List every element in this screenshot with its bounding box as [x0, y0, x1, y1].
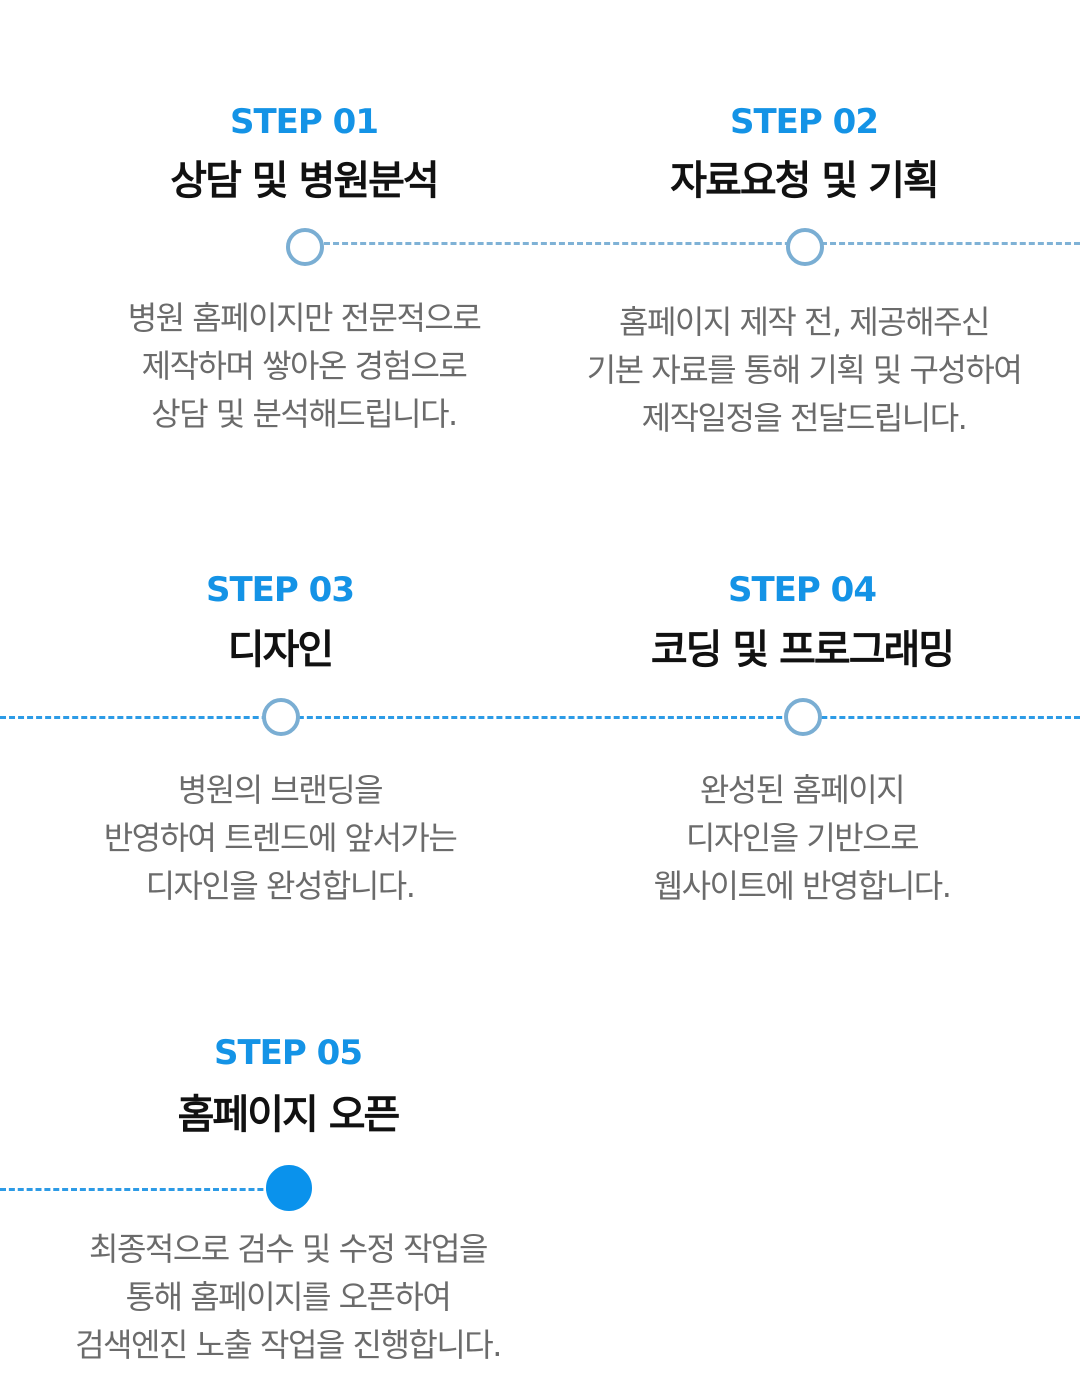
step-03: STEP 03 디자인 병원의 브랜딩을 반영하여 트렌드에 앞서가는 디자인을… [20, 470, 540, 930]
step-title: 상담 및 병원분석 [170, 158, 439, 204]
step-label: STEP 03 [206, 570, 355, 610]
step-label: STEP 04 [728, 570, 877, 610]
step-title: 자료요청 및 기획 [670, 158, 939, 204]
step-label: STEP 05 [214, 1033, 363, 1073]
timeline-node [262, 698, 300, 736]
timeline-node [784, 698, 822, 736]
description-line: 병원의 브랜딩을 [177, 771, 384, 809]
description-line: 검색엔진 노출 작업을 진행합니다. [75, 1326, 502, 1364]
description-line: 기본 자료를 통해 기획 및 구성하여 [586, 351, 1023, 389]
timeline-node-active [266, 1165, 312, 1211]
description-line: 제작일정을 전달드립니다. [641, 399, 968, 437]
description-line: 반영하여 트렌드에 앞서가는 [103, 819, 458, 857]
timeline-node [786, 228, 824, 266]
step-title: 홈페이지 오픈 [177, 1092, 401, 1138]
timeline-line-row3 [0, 1188, 290, 1191]
description-line: 디자인을 완성합니다. [145, 867, 416, 905]
step-02: STEP 02 자료요청 및 기획 홈페이지 제작 전, 제공해주신 기본 자료… [544, 0, 1064, 460]
step-title: 코딩 및 프로그래밍 [650, 627, 955, 673]
description-line: 웹사이트에 반영합니다. [653, 867, 952, 905]
timeline-node [286, 228, 324, 266]
timeline-line-row2 [0, 716, 1080, 719]
step-description: 병원의 브랜딩을 반영하여 트렌드에 앞서가는 디자인을 완성합니다. [20, 766, 540, 910]
step-01: STEP 01 상담 및 병원분석 병원 홈페이지만 전문적으로 제작하며 쌓아… [44, 0, 564, 460]
step-05: STEP 05 홈페이지 오픈 최종적으로 검수 및 수정 작업을 통해 홈페이… [28, 935, 548, 1385]
description-line: 제작하며 쌓아온 경험으로 [141, 347, 468, 385]
step-04: STEP 04 코딩 및 프로그래밍 완성된 홈페이지 디자인을 기반으로 웹사… [542, 470, 1062, 930]
description-line: 최종적으로 검수 및 수정 작업을 [89, 1230, 488, 1268]
description-line: 상담 및 분석해드립니다. [151, 395, 458, 433]
description-line: 완성된 홈페이지 [699, 771, 906, 809]
step-description: 병원 홈페이지만 전문적으로 제작하며 쌓아온 경험으로 상담 및 분석해드립니… [44, 294, 564, 438]
timeline-line-row1 [324, 242, 1080, 245]
step-label: STEP 01 [230, 102, 379, 142]
description-line: 병원 홈페이지만 전문적으로 [127, 299, 482, 337]
description-line: 디자인을 기반으로 [685, 819, 920, 857]
description-line: 통해 홈페이지를 오픈하여 [125, 1278, 452, 1316]
step-label: STEP 02 [730, 102, 879, 142]
step-description: 최종적으로 검수 및 수정 작업을 통해 홈페이지를 오픈하여 검색엔진 노출 … [28, 1225, 548, 1369]
step-description: 홈페이지 제작 전, 제공해주신 기본 자료를 통해 기획 및 구성하여 제작일… [544, 298, 1064, 442]
step-title: 디자인 [227, 627, 334, 673]
description-line: 홈페이지 제작 전, 제공해주신 [619, 303, 990, 341]
step-description: 완성된 홈페이지 디자인을 기반으로 웹사이트에 반영합니다. [542, 766, 1062, 910]
